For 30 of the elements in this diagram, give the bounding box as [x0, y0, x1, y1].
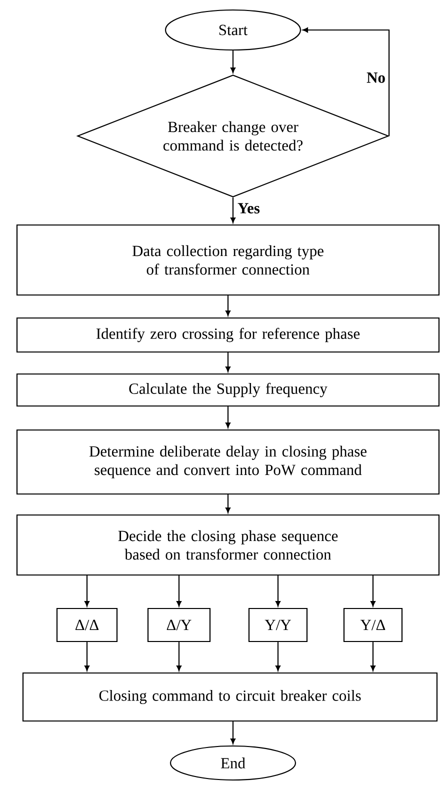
arrow: [370, 642, 376, 671]
arrow: [230, 722, 236, 744]
end-terminal: End: [170, 745, 296, 781]
arrow: [225, 406, 231, 428]
arrow: [275, 576, 281, 606]
arrow: [84, 642, 90, 671]
connection-box: Y/Y: [248, 608, 308, 642]
process-box: Identify zero crossing for reference phase: [16, 317, 440, 353]
connection-box: Y/Δ: [343, 608, 403, 642]
arrow: [84, 576, 90, 606]
process-box: Data collection regarding type of transformer connection: [16, 224, 440, 296]
arrow: [370, 576, 376, 606]
process-box: Decide the closing phase sequence based on transformer connection: [16, 514, 440, 576]
edge-label: No: [366, 72, 386, 84]
arrow: [230, 198, 236, 223]
arrow: [275, 642, 281, 671]
arrow: [225, 494, 231, 513]
arrow: [230, 50, 236, 73]
arrow: [302, 27, 390, 136]
arrow: [225, 352, 231, 372]
connection-box: Δ/Δ: [56, 608, 118, 642]
connection-box: Δ/Y: [147, 608, 211, 642]
arrow: [176, 642, 182, 671]
process-box: Closing command to circuit breaker coils: [22, 672, 438, 722]
process-box: Determine deliberate delay in closing phase sequence and convert into PoW command: [16, 429, 440, 495]
edge-label: Yes: [236, 202, 261, 214]
arrow: [176, 576, 182, 606]
start-terminal: Start: [164, 9, 302, 51]
arrow: [225, 296, 231, 316]
process-box: Calculate the Supply frequency: [16, 373, 440, 407]
